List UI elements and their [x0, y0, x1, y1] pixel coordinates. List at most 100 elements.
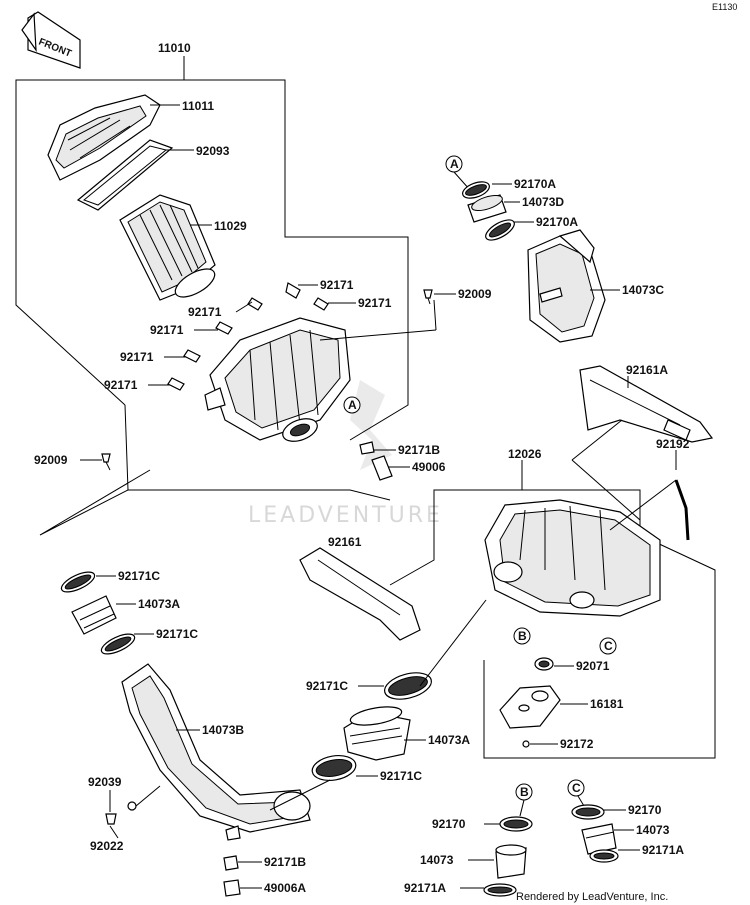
leader	[109, 825, 119, 839]
clip-set	[167, 282, 329, 391]
part-label-92172: 92172	[560, 737, 594, 751]
clamp-92170-b	[499, 816, 533, 832]
clamp-92171C-2	[100, 633, 136, 655]
part-label-92071: 92071	[576, 659, 610, 673]
part-label-92009: 92009	[34, 453, 68, 467]
intake-duct-14073C	[527, 229, 606, 343]
part-label-92171C: 92171C	[306, 679, 348, 693]
cap-16181	[499, 685, 561, 729]
part-label-14073A: 14073A	[428, 733, 470, 747]
resonator-box	[484, 499, 661, 617]
part-label-92022: 92022	[90, 839, 124, 853]
clamp-92171C-1	[60, 571, 96, 593]
leader	[571, 419, 623, 461]
front-arrow-icon: FRONT	[21, 11, 81, 69]
part-label-14073C: 14073C	[622, 283, 664, 297]
part-label-92170A: 92170A	[536, 215, 578, 229]
callout-c-letter: C	[604, 639, 613, 653]
screw-92039	[105, 813, 117, 825]
aircleaner-group-lines	[15, 56, 409, 536]
leader	[135, 785, 161, 807]
air-cleaner-housing	[204, 317, 351, 442]
leader	[235, 301, 253, 313]
clamp-92171A-c	[589, 849, 619, 863]
part-label-92009: 92009	[458, 287, 492, 301]
watermark-logo	[350, 380, 392, 470]
grommet-92071	[534, 657, 554, 671]
duct-14073B	[121, 663, 311, 841]
drain-cap	[371, 455, 393, 481]
part-label-11010: 11010	[158, 41, 191, 55]
part-label-11029: 11029	[214, 219, 247, 233]
part-label-92171C: 92171C	[118, 569, 160, 583]
plate-92161A	[579, 365, 714, 443]
part-label-14073: 14073	[420, 853, 454, 867]
part-label-14073: 14073	[636, 823, 670, 837]
callout-b-letter: B	[518, 629, 527, 643]
part-label-92171: 92171	[120, 350, 154, 364]
clamp-92170A-top	[462, 181, 490, 199]
part-label-92192: 92192	[656, 437, 690, 451]
clamp-small	[359, 441, 375, 455]
part-label-49006: 49006	[412, 460, 446, 474]
part-label-16181: 16181	[590, 697, 624, 711]
part-label-92170: 92170	[432, 817, 466, 831]
callout-a	[343, 396, 361, 414]
cap-49006A	[223, 879, 241, 897]
part-label-92171: 92171	[150, 323, 184, 337]
part-label-92171C: 92171C	[156, 627, 198, 641]
callout-a-letter: A	[348, 398, 357, 412]
part-label-92039: 92039	[88, 775, 122, 789]
part-label-92171: 92171	[188, 305, 222, 319]
callout-b	[513, 627, 531, 645]
leader	[269, 779, 331, 811]
part-label-92171: 92171	[358, 296, 392, 310]
part-label-92171C: 92171C	[380, 769, 422, 783]
leader	[419, 599, 487, 687]
part-label-92161: 92161	[328, 535, 362, 549]
resonator-box-lines	[389, 460, 716, 759]
part-label-92171: 92171	[320, 278, 354, 292]
filter-element	[119, 194, 216, 301]
clamp-92171C-3	[384, 672, 432, 700]
leader	[609, 479, 677, 531]
callout-b-letter: B	[520, 785, 529, 799]
part-label-92161A: 92161A	[626, 363, 668, 377]
part-label-92170A: 92170A	[514, 177, 556, 191]
clamp-92171B-lower	[223, 855, 239, 871]
hose-92192	[674, 479, 690, 541]
screw	[101, 453, 111, 471]
screw	[423, 289, 433, 305]
callout-c	[599, 637, 617, 655]
leader	[433, 299, 437, 331]
part-label-92171B: 92171B	[398, 443, 440, 457]
screw-92172	[522, 740, 530, 748]
part-label-92170: 92170	[628, 803, 662, 817]
part-label-14073A: 14073A	[138, 597, 180, 611]
part-label-12026: 12026	[508, 447, 542, 461]
washer-92022	[127, 801, 137, 811]
part-label-92171A: 92171A	[642, 843, 684, 857]
callout-a-letter: A	[450, 157, 459, 171]
part-label-11011: 11011	[182, 99, 214, 113]
part-label-92093: 92093	[196, 144, 230, 158]
clamp-92170-c	[571, 804, 605, 820]
air-cleaner-cover	[47, 94, 161, 181]
part-label-14073B: 14073B	[202, 723, 244, 737]
callout-c	[567, 779, 585, 797]
boot-14073A-2	[343, 706, 411, 761]
clamp-92171A-b	[483, 883, 517, 897]
watermark: LEADVENTURE	[248, 503, 443, 528]
credit: Rendered by LeadVenture, Inc.	[516, 891, 668, 903]
callout-c-letter: C	[572, 781, 581, 795]
boot-14073A-1	[71, 595, 117, 635]
boot-14073-c	[581, 823, 617, 855]
clamp-92170A-bottom	[485, 219, 515, 241]
leader	[319, 329, 437, 341]
part-label-92171: 92171	[104, 378, 138, 392]
diagram-code: E1130	[712, 2, 737, 12]
plate-92161	[299, 547, 421, 641]
boot-14073-b	[495, 844, 527, 879]
clamp-92171C-4	[311, 754, 357, 782]
